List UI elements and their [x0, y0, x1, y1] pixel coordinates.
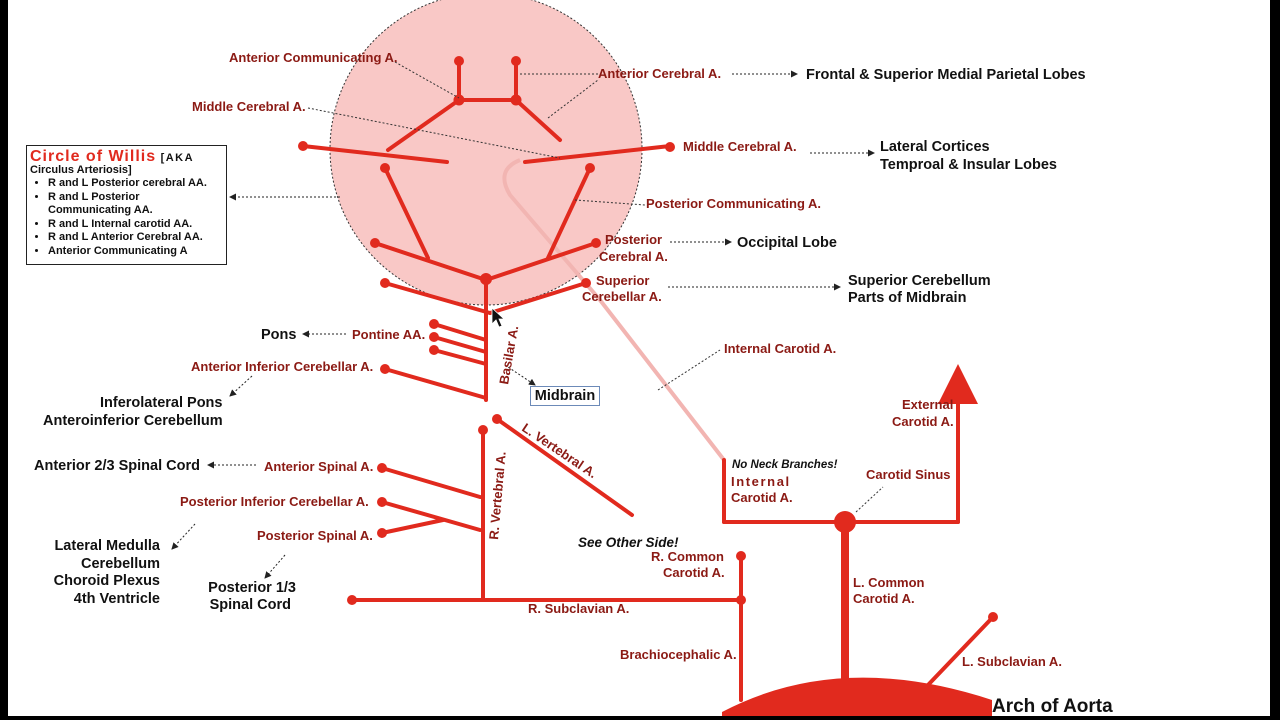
label-superior-cerebellar-2: Cerebellar A.: [582, 289, 662, 304]
leader-lines: [171, 61, 884, 579]
label-r-vertebral: R. Vertebral A.: [486, 451, 509, 540]
target-frontal: Frontal & Superior Medial Parietal Lobes: [806, 67, 1086, 83]
legend-title: Circle of Willis: [30, 148, 157, 165]
midbrain-textbox[interactable]: Midbrain: [530, 386, 600, 406]
target-sup-cereb-2: Parts of Midbrain: [848, 290, 966, 306]
legend-list: R and L Posterior cerebral AA. R and L P…: [30, 177, 223, 258]
target-ant-spinal: Anterior 2/3 Spinal Cord: [34, 458, 200, 474]
label-r-common-2: Carotid A.: [663, 565, 725, 580]
label-internal-carotid-top: Internal Carotid A.: [724, 341, 836, 356]
label-anterior-communicating: Anterior Communicating A.: [229, 50, 398, 65]
label-pontine: Pontine AA.: [352, 327, 425, 342]
target-lateral-1: Lateral Cortices: [880, 139, 990, 155]
label-anterior-spinal: Anterior Spinal A.: [264, 459, 373, 474]
label-internal-carotid-2: Carotid A.: [731, 490, 793, 505]
legend-item: Anterior Communicating A: [48, 245, 223, 259]
legend-item: R and L Posterior Communicating AA.: [48, 191, 223, 218]
slide: Anterior Communicating A. Anterior Cereb…: [8, 0, 1270, 716]
label-external-carotid-1: External: [902, 397, 953, 412]
target-sup-cereb-1: Superior Cerebellum: [848, 273, 991, 289]
legend-item: R and L Anterior Cerebral AA.: [48, 231, 223, 245]
legend-subtitle: Circulus Arteriosis]: [30, 164, 132, 176]
artery-dots: [298, 56, 998, 622]
target-lat-med-3: Choroid Plexus: [54, 573, 160, 589]
label-l-common-1: L. Common: [853, 575, 925, 590]
target-pons: Pons: [261, 327, 296, 343]
label-r-common-1: R. Common: [651, 549, 724, 564]
target-post-spinal-2: Spinal Cord: [210, 597, 291, 613]
artery-diagram: Anterior Communicating A. Anterior Cereb…: [34, 0, 1113, 716]
label-r-subclavian: R. Subclavian A.: [528, 601, 629, 616]
label-posterior-communicating: Posterior Communicating A.: [646, 196, 821, 211]
label-posterior-cerebral-2: Cerebral A.: [599, 249, 668, 264]
label-l-vertebral: L. Vertebral A.: [519, 420, 599, 481]
target-lat-med-4: 4th Ventricle: [74, 591, 160, 607]
legend-aka: [AKA: [160, 152, 195, 164]
label-see-other-side: See Other Side!: [578, 535, 679, 550]
label-carotid-sinus: Carotid Sinus: [866, 467, 951, 482]
label-no-neck: No Neck Branches!: [732, 459, 838, 471]
label-brachiocephalic: Brachiocephalic A.: [620, 647, 737, 662]
target-lat-med-2: Cerebellum: [81, 556, 160, 572]
target-occipital: Occipital Lobe: [737, 235, 837, 251]
label-aica: Anterior Inferior Cerebellar A.: [191, 359, 373, 374]
target-lateral-2: Temproal & Insular Lobes: [880, 157, 1057, 173]
target-inferolateral-1: Inferolateral Pons: [100, 395, 222, 411]
label-posterior-spinal: Posterior Spinal A.: [257, 528, 373, 543]
internal-carotid-faded: [502, 158, 726, 462]
label-superior-cerebellar-1: Superior: [596, 273, 649, 288]
legend-item: R and L Posterior cerebral AA.: [48, 177, 223, 191]
label-middle-cerebral-right: Middle Cerebral A.: [683, 139, 797, 154]
target-aorta: Arch of Aorta: [992, 696, 1113, 716]
label-internal-carotid-1: Internal: [731, 474, 791, 489]
label-pica: Posterior Inferior Cerebellar A.: [180, 494, 369, 509]
target-lat-med-1: Lateral Medulla: [54, 538, 160, 554]
label-basilar: Basilar A.: [496, 324, 521, 385]
label-middle-cerebral-left: Middle Cerebral A.: [192, 99, 306, 114]
target-post-spinal-1: Posterior 1/3: [208, 580, 296, 596]
label-posterior-cerebral-1: Posterior: [605, 232, 662, 247]
target-inferolateral-2: Anteroinferior Cerebellum: [43, 413, 223, 429]
legend-item: R and L Internal carotid AA.: [48, 218, 223, 232]
label-external-carotid-2: Carotid A.: [892, 414, 954, 429]
legend-box: Circle of Willis [AKA Circulus Arteriosi…: [26, 145, 227, 265]
mouse-cursor-icon: [491, 307, 506, 328]
circle-arteries: [301, 58, 995, 716]
label-l-common-2: Carotid A.: [853, 591, 915, 606]
label-l-subclavian: L. Subclavian A.: [962, 654, 1062, 669]
label-anterior-cerebral: Anterior Cerebral A.: [598, 66, 721, 81]
